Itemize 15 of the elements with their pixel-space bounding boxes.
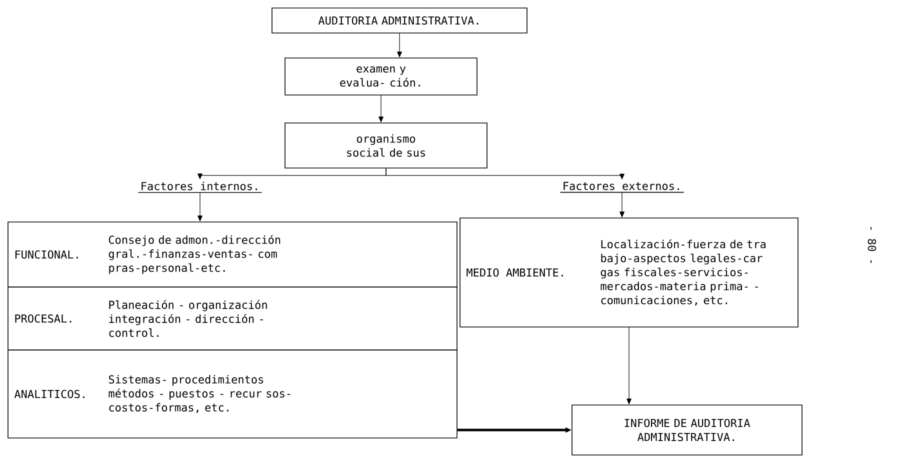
row-description: Sistemas- procedimientos métodos - puestos - recur sos-costos-formas, etc. (108, 375, 290, 413)
page-number: - 80 - (868, 227, 876, 263)
row-description: Consejo de admon.-dirección gral.-finanzas-ventas- com pras-personal-etc. (108, 234, 280, 274)
text-box: INFORME DE AUDITORIA ADMINISTRATIVA. (572, 404, 802, 456)
row-heading: ANALITICOS. (14, 390, 84, 398)
row-heading: FUNCIONAL. (15, 250, 78, 259)
text-box: organismo social de sus (284, 122, 488, 168)
text-box: examen y evalua- ción. (284, 58, 478, 96)
row-description: Localización-fuerza de tra bajo-aspectos legales-car gas fiscales-servicios- mercados-materia prima- - comunicaciones, etc. (600, 239, 766, 306)
row-heading: PROCESAL. (15, 314, 72, 323)
text-box: AUDITORIA ADMINISTRATIVA. (272, 8, 528, 34)
underlined-heading: Factores internos. (138, 182, 262, 193)
row-heading: MEDIO AMBIENTE. (466, 268, 563, 277)
underlined-heading: Factores externos. (560, 182, 684, 193)
row-description: Planeación - organización integración - dirección - control. (109, 300, 267, 337)
